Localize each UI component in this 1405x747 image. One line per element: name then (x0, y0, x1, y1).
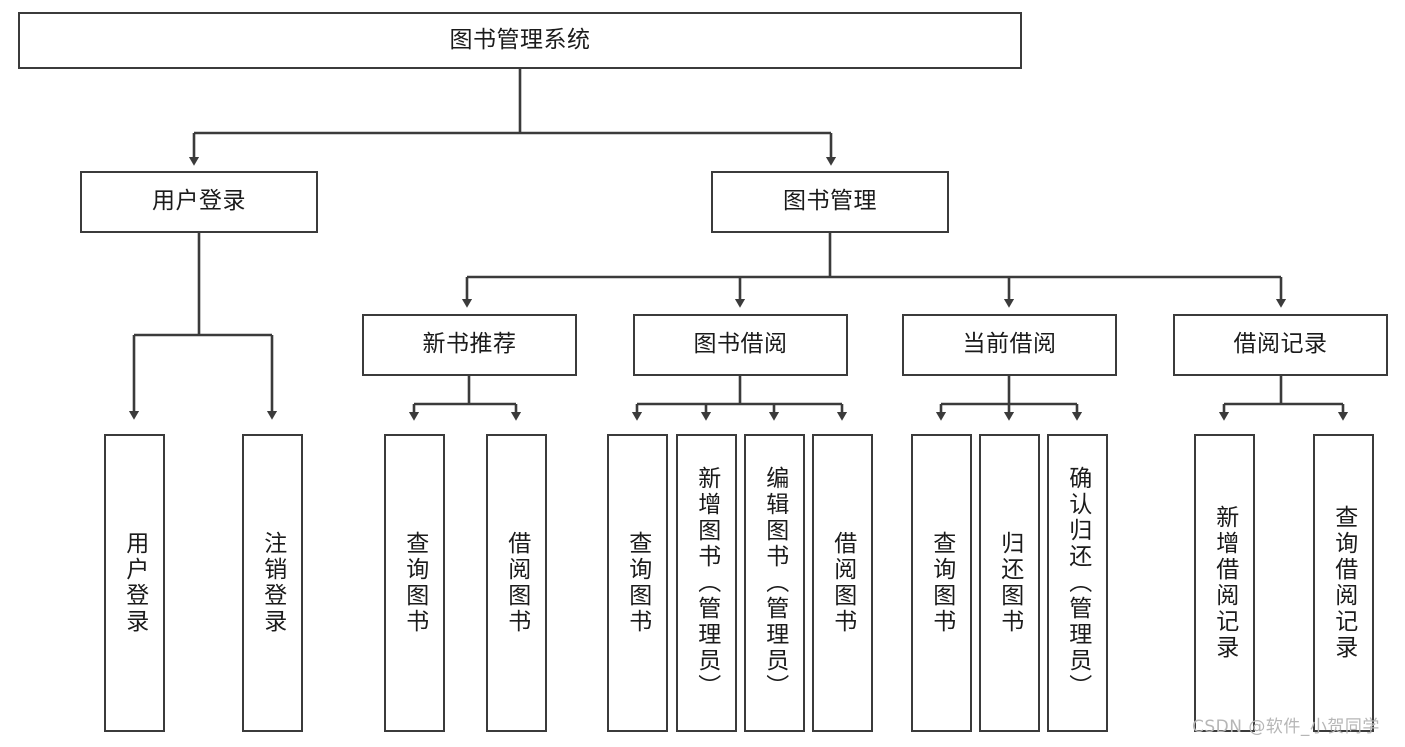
leaf-add-book[interactable]: 新增图书（管理员） (676, 434, 737, 732)
node-label: 图书借阅 (693, 331, 788, 358)
leaf-edit-book[interactable]: 编辑图书（管理员） (744, 434, 805, 732)
leaf-confirm-return[interactable]: 确认归还（管理员） (1047, 434, 1108, 732)
node-borrow-record[interactable]: 借阅记录 (1173, 314, 1388, 376)
node-root-system[interactable]: 图书管理系统 (18, 12, 1022, 69)
node-label: 查询借阅记录 (1330, 505, 1357, 661)
node-label: 图书管理 (783, 188, 877, 215)
leaf-query-book-current[interactable]: 查询图书 (911, 434, 972, 732)
node-current-borrow[interactable]: 当前借阅 (902, 314, 1117, 376)
leaf-borrow-book-recommend[interactable]: 借阅图书 (486, 434, 547, 732)
leaf-borrow-book[interactable]: 借阅图书 (812, 434, 873, 732)
node-label: 归还图书 (996, 531, 1023, 635)
node-new-book-recommend[interactable]: 新书推荐 (362, 314, 577, 376)
node-label: 用户登录 (152, 188, 246, 215)
node-label: 编辑图书（管理员） (761, 466, 788, 700)
node-label: 新书推荐 (422, 331, 517, 358)
leaf-query-book-recommend[interactable]: 查询图书 (384, 434, 445, 732)
leaf-logout[interactable]: 注销登录 (242, 434, 303, 732)
node-label: 借阅图书 (503, 531, 530, 635)
leaf-user-login[interactable]: 用户登录 (104, 434, 165, 732)
node-label: 借阅记录 (1233, 331, 1328, 358)
node-label: 图书管理系统 (449, 26, 591, 53)
node-label: 查询图书 (401, 531, 428, 635)
node-label: 借阅图书 (829, 531, 856, 635)
node-label: 当前借阅 (962, 331, 1057, 358)
node-label: 注销登录 (259, 531, 286, 635)
node-label: 新增借阅记录 (1211, 505, 1238, 661)
leaf-add-borrow-record[interactable]: 新增借阅记录 (1194, 434, 1255, 732)
node-label: 查询图书 (624, 531, 651, 635)
node-label: 用户登录 (121, 531, 148, 635)
leaf-query-book-borrow[interactable]: 查询图书 (607, 434, 668, 732)
leaf-query-borrow-record[interactable]: 查询借阅记录 (1313, 434, 1374, 732)
node-label: 查询图书 (928, 531, 955, 635)
node-book-manage[interactable]: 图书管理 (711, 171, 949, 233)
leaf-return-book[interactable]: 归还图书 (979, 434, 1040, 732)
node-book-borrow[interactable]: 图书借阅 (633, 314, 848, 376)
node-user-login[interactable]: 用户登录 (80, 171, 318, 233)
node-label: 确认归还（管理员） (1064, 466, 1091, 700)
node-label: 新增图书（管理员） (693, 466, 720, 700)
